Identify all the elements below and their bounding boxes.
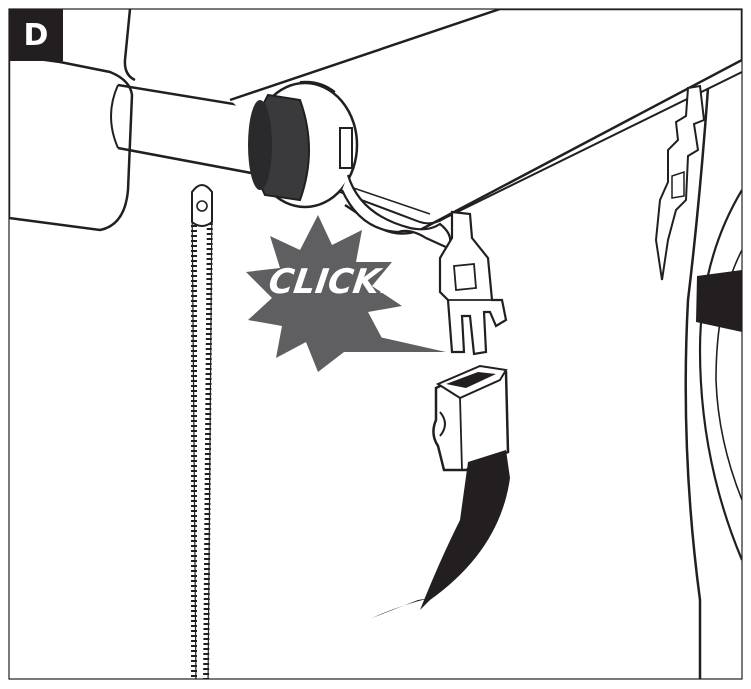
end-cap-icon	[248, 82, 357, 207]
left-cover-flap	[9, 55, 132, 230]
step-badge: D	[9, 9, 63, 61]
click-callout: CLICK!	[259, 262, 405, 302]
right-side-panel	[686, 88, 708, 689]
webbing-strap	[420, 450, 510, 610]
cover-top-edge	[125, 9, 135, 80]
side-band	[696, 270, 742, 332]
buckle-male-icon	[440, 212, 506, 354]
side-buckle	[656, 86, 704, 280]
step-letter: D	[24, 18, 49, 53]
zipper-icon	[192, 185, 212, 689]
